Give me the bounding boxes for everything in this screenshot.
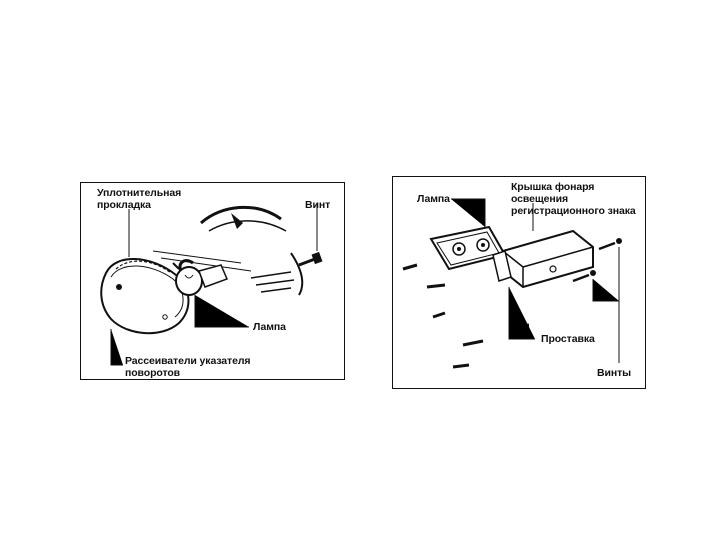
license-plate-lamp-diagram: Лампа Крышка фонаря освещения регистраци… (392, 176, 646, 389)
lens-label: Рассеиватели указателя поворотов (125, 355, 250, 379)
screw-drawing (299, 259, 315, 265)
lamp-label: Лампа (417, 193, 450, 205)
gasket-label-line2: прокладка (97, 199, 181, 211)
cover-label-line1: Крышка фонаря освещения (511, 181, 645, 205)
turn-signal-diagram: Уплотнительная прокладка Винт Лампа Расс… (80, 182, 345, 380)
gasket-label-line1: Уплотнительная (97, 187, 181, 199)
lens-label-line1: Рассеиватели указателя (125, 355, 250, 367)
spacer-label: Проставка (541, 333, 595, 345)
lamp-housing (431, 227, 505, 269)
turn-signal-lens (101, 259, 188, 333)
turn-signal-illustration (81, 183, 345, 380)
lens-label-line2: поворотов (125, 367, 250, 379)
screws-label: Винты (597, 367, 631, 379)
lamp-label: Лампа (253, 321, 286, 333)
gasket-label: Уплотнительная прокладка (97, 187, 181, 211)
cover-label: Крышка фонаря освещения регистрационного… (511, 181, 645, 217)
screw-label: Винт (305, 199, 330, 211)
cover-label-line2: регистрационного знака (511, 205, 645, 217)
